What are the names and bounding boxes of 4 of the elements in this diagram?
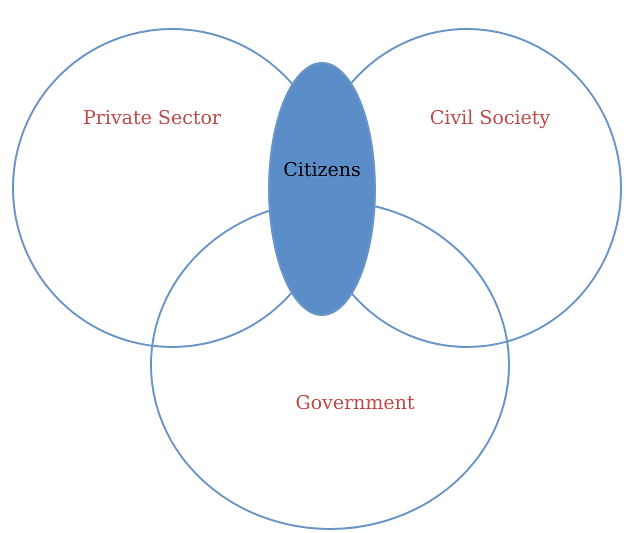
set-label: Civil Society (430, 107, 550, 129)
set-label: Private Sector (83, 107, 221, 129)
set-label: Citizens (283, 159, 361, 181)
set-label: Government (295, 392, 415, 414)
